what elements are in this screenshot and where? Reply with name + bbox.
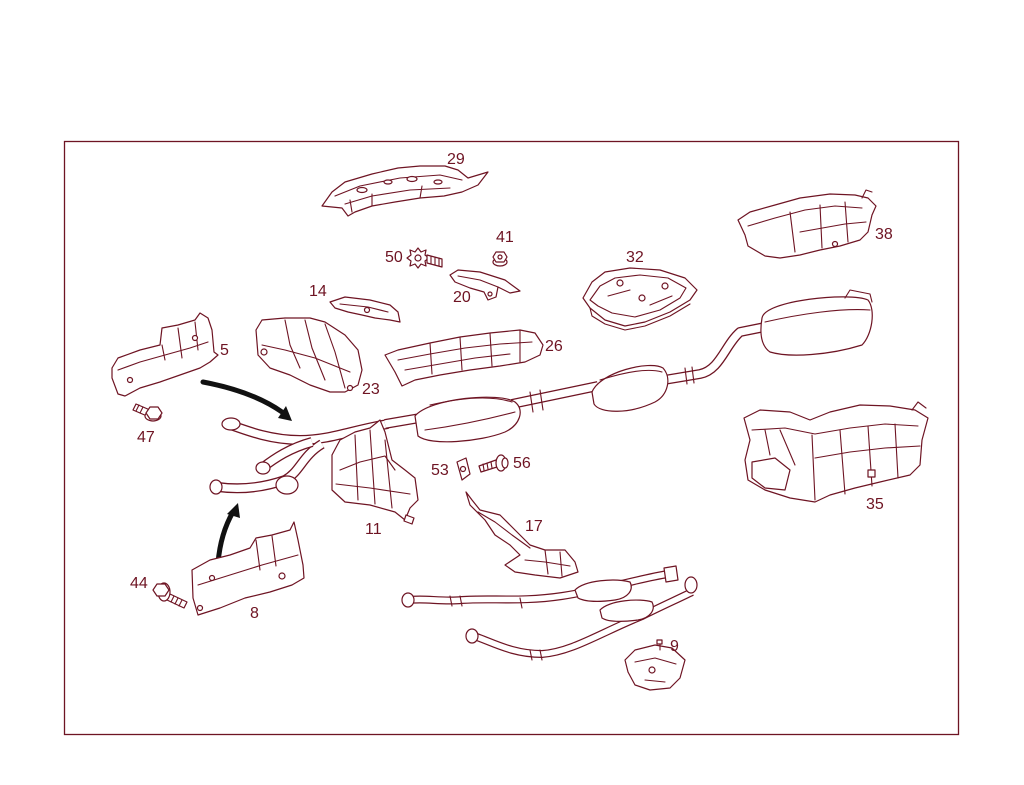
label-47: 47 [137, 429, 155, 446]
label-29: 29 [447, 151, 465, 168]
part-32-illustration [582, 267, 698, 331]
label-9: 9 [670, 638, 679, 655]
label-8: 8 [250, 605, 259, 622]
part-20-illustration [449, 269, 521, 301]
part-47-illustration [132, 403, 163, 422]
arrow-upper [200, 379, 292, 421]
part-8-illustration [191, 521, 305, 616]
part-35-illustration [743, 401, 929, 503]
label-5: 5 [220, 342, 229, 359]
part-17-illustration [465, 491, 579, 579]
part-9-illustration [624, 639, 686, 691]
label-11: 11 [365, 521, 382, 538]
part-number-labels: 29 50 41 20 32 38 14 5 26 23 47 53 56 11… [130, 151, 893, 655]
label-20: 20 [453, 289, 471, 306]
label-41: 41 [496, 229, 514, 246]
label-53: 53 [431, 462, 449, 479]
catalytic-converter-front [414, 396, 521, 443]
part-11-illustration [331, 419, 419, 525]
label-38: 38 [875, 226, 893, 243]
part-26-illustration [384, 329, 544, 387]
part-5-illustration [111, 312, 219, 397]
label-26: 26 [545, 338, 563, 355]
part-56-illustration [478, 454, 509, 473]
rear-muffler [760, 289, 873, 356]
label-44: 44 [130, 575, 148, 592]
label-56: 56 [513, 455, 531, 472]
catalytic-converter-rear [591, 364, 669, 412]
front-pipe-right [209, 437, 325, 495]
label-23: 23 [362, 381, 380, 398]
part-29-illustration [321, 165, 489, 217]
label-32: 32 [626, 249, 644, 266]
label-17: 17 [525, 518, 543, 535]
part-41-illustration [492, 251, 508, 267]
part-23-illustration [255, 317, 363, 393]
label-35: 35 [866, 496, 884, 513]
part-38-illustration [737, 189, 877, 259]
exhaust-pipe-assembly [209, 289, 873, 495]
label-50: 50 [385, 249, 403, 266]
label-14: 14 [309, 283, 327, 300]
front-pipe-left [221, 417, 389, 445]
part-14-illustration [329, 296, 401, 323]
diagram-frame [63, 140, 960, 736]
part-44-illustration [152, 582, 188, 609]
main-pipe [384, 322, 766, 429]
part-53-illustration [456, 457, 471, 481]
part-50-illustration [406, 247, 443, 269]
rear-twin-pipe-assembly [401, 565, 698, 661]
